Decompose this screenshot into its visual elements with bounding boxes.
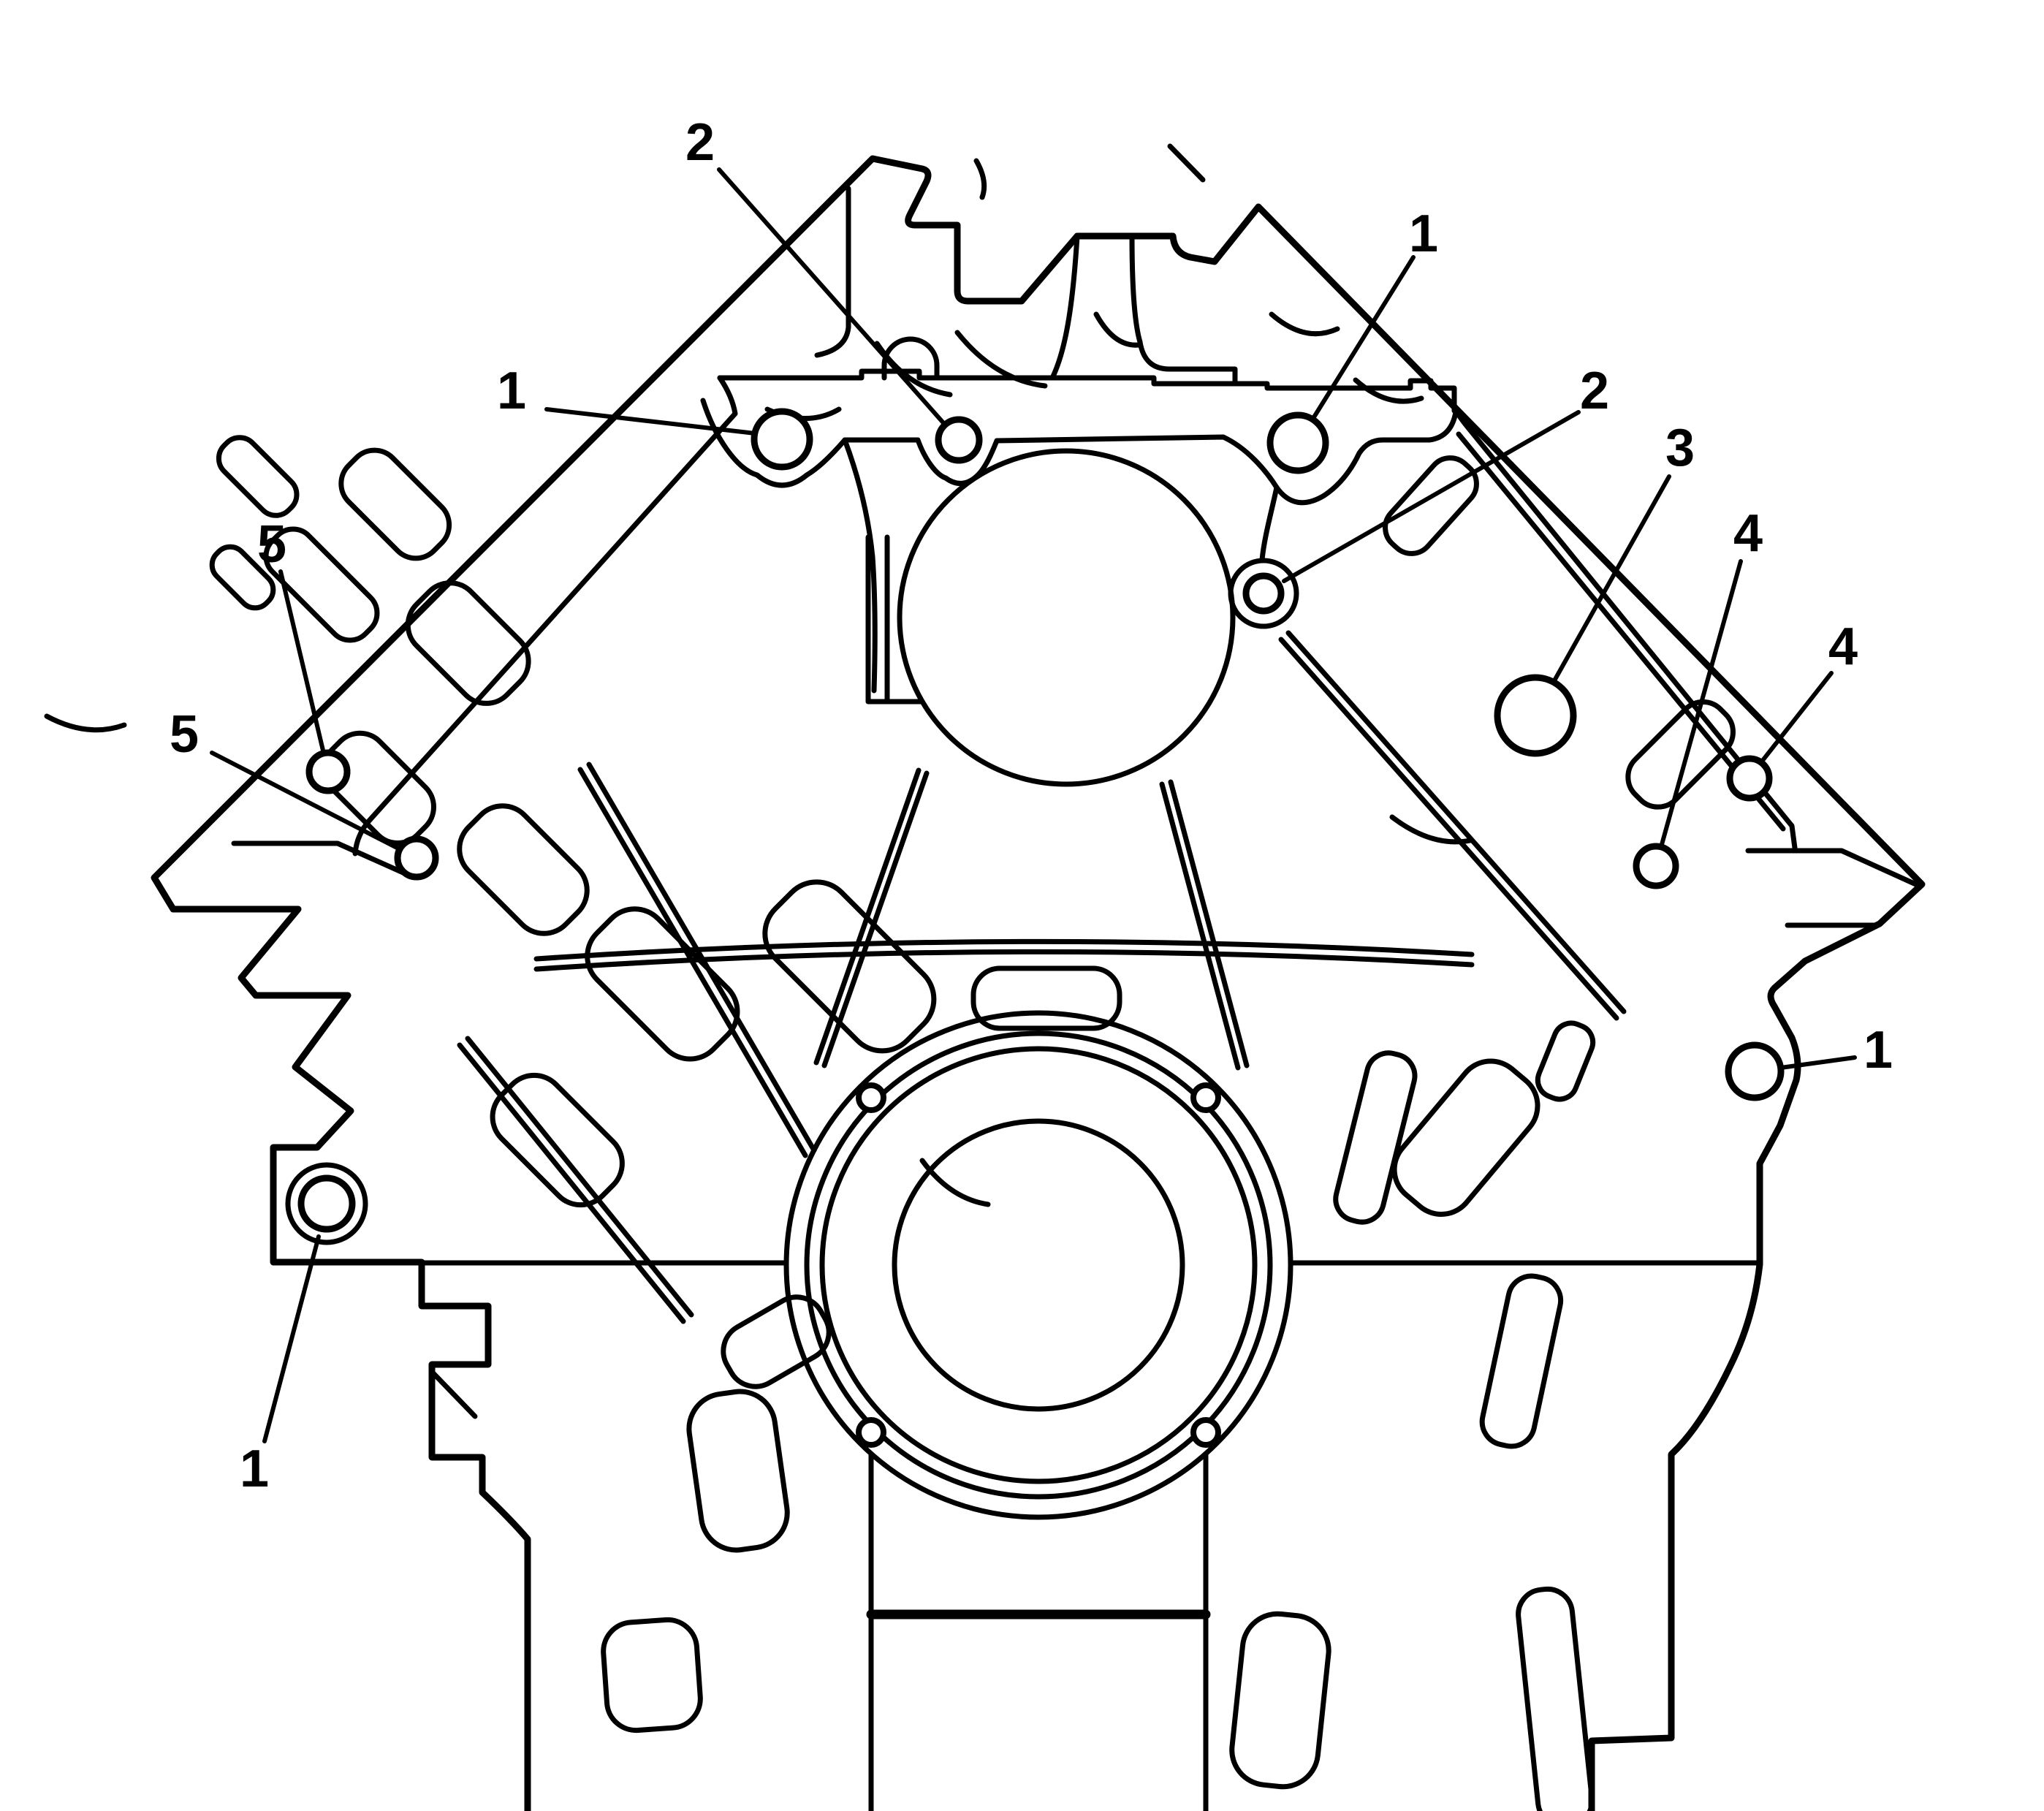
callout-1-head-bolt-hole-right: 1 (1725, 1021, 1893, 1101)
callout-4-plug-hole-right-leader (1759, 671, 1834, 764)
left-bank-inner-edge (352, 375, 738, 857)
callout-2-dowel-hole-top: 2 (685, 113, 983, 464)
rib-cross-band (533, 938, 1475, 972)
callout-5-hole-left-lower-hole (394, 835, 439, 881)
callout-5-hole-left-lower-label: 5 (170, 705, 199, 764)
callout-3-oil-gallery-plug-hole: 3 (1494, 419, 1695, 757)
valley-casting-arc-5 (1353, 377, 1424, 404)
callout-1-head-bolt-hole-top-right-hole (1266, 411, 1329, 474)
valley-casting-arc-4 (1269, 311, 1340, 337)
right-casting-arc (1389, 814, 1473, 845)
bore-left-ledge (865, 534, 925, 705)
callout-5-hole-left-upper-leader (278, 569, 326, 756)
crank-dowel-bump-1 (856, 1082, 886, 1113)
rib-left-lower (457, 1036, 694, 1324)
rib-right-long (1278, 630, 1627, 1021)
callout-1-head-bolt-hole-top-left-label: 1 (497, 362, 526, 420)
callout-1-head-bolt-hole-right-label: 1 (1863, 1021, 1893, 1079)
callout-2-dowel-hole-top-label: 2 (685, 113, 715, 172)
left-casting-arc (44, 713, 127, 733)
callout-1-head-bolt-hole-top-right-leader (1310, 255, 1416, 422)
block-silhouette (151, 155, 1926, 1811)
callout-1-head-bolt-hole-bottom-left-label: 1 (240, 1440, 269, 1498)
crank-ring-middle (804, 1030, 1273, 1500)
deck-surface-line (717, 368, 1457, 414)
callout-2-dowel-hole-top-leader (717, 167, 947, 427)
crank-ring-outer (783, 1010, 1293, 1520)
callout-5-hole-left-upper-label: 5 (257, 515, 286, 574)
callout-2-dowel-hole-center-right-leader (1282, 410, 1581, 583)
valley-casting-tick-2 (1167, 143, 1206, 183)
callout-5-hole-left-upper: 5 (257, 515, 351, 794)
crank-ring-inner (819, 1046, 1258, 1484)
callout-1-head-bolt-hole-top-left-hole (751, 408, 813, 471)
valley-casting-tick-1 (973, 158, 987, 200)
valley-wall-to-dowel (1259, 485, 1280, 563)
callout-1-head-bolt-hole-bottom-left-leader (262, 1234, 321, 1443)
callout-1-head-bolt-hole-top-left: 1 (497, 362, 813, 471)
right-bank-inner-edge (1453, 408, 1798, 851)
callout-4-plug-hole-upper-hole (1633, 843, 1679, 889)
callout-2-dowel-hole-center-right: 2 (1228, 362, 1609, 629)
callout-3-oil-gallery-plug-hole-label: 3 (1665, 419, 1695, 477)
callout-5-hole-left-lower-leader (210, 751, 402, 851)
tower-left-wall (1049, 233, 1080, 381)
left-plateau-inner-wall (814, 186, 851, 358)
pedestal-walls-lower (868, 1611, 1209, 1811)
callout-1-head-bolt-hole-right-hole (1725, 1041, 1785, 1101)
crank-dowel-bump-3 (856, 1417, 886, 1448)
crankshaft-bore (270, 1010, 1760, 1520)
callout-5-hole-left-lower: 5 (170, 705, 439, 881)
callout-2-dowel-hole-center-right-label: 2 (1580, 362, 1609, 420)
lower-casting-arc-1 (919, 1158, 991, 1207)
callout-1-head-bolt-hole-top-right: 1 (1266, 205, 1438, 474)
callout-2-dowel-hole-center-right-hole (1242, 572, 1285, 615)
callout-1-head-bolt-hole-bottom-left: 1 (240, 1162, 368, 1498)
bottom-structure (866, 1451, 1211, 1811)
valley-casting-arc-2 (954, 330, 1048, 389)
callout-4-plug-hole-right-label: 4 (1828, 618, 1858, 676)
pedestal-walls-upper (868, 1451, 1209, 1617)
callout-4-plug-hole-upper-leader (1659, 559, 1743, 849)
callout-2-dowel-hole-top-hole (935, 416, 983, 464)
callout-2-dowel-hole-center-right-boss-ring (1228, 558, 1299, 629)
rib-v-left (813, 767, 930, 1068)
tower-casting-curve (1093, 311, 1141, 348)
callout-4-plug-hole-right: 4 (1726, 618, 1858, 802)
crank-dowel-bump-2 (1190, 1082, 1221, 1113)
band-bottom-left (700, 398, 1280, 490)
callout-4-plug-hole-upper: 4 (1633, 504, 1763, 889)
valley-wall-left (842, 437, 878, 694)
right-wing-fin-line-1 (1745, 848, 1922, 889)
tower-right-wall (1129, 233, 1238, 387)
callout-1-head-bolt-hole-top-left-leader (544, 407, 757, 436)
left-wing-fin-line (231, 840, 409, 877)
web-cutouts (209, 435, 1736, 1811)
right-bank-inner-edge-2 (1456, 431, 1786, 832)
callout-1-head-bolt-hole-right-leader (1779, 1055, 1857, 1070)
band-bottom-right (1274, 409, 1459, 506)
bracket-diagonal (430, 1370, 478, 1419)
callout-1-head-bolt-hole-bottom-left-boss-ring (285, 1162, 368, 1245)
deck-band (700, 398, 1459, 705)
rib-v-right (1159, 779, 1250, 1071)
callout-3-oil-gallery-plug-hole-leader (1551, 474, 1671, 684)
crank-dowel-bump-4 (1190, 1417, 1221, 1448)
deck-and-valley (717, 143, 1457, 787)
cylinder-bore (897, 448, 1236, 787)
callout-1-head-bolt-hole-top-right-label: 1 (1409, 205, 1438, 263)
callout-4-plug-hole-upper-label: 4 (1733, 504, 1763, 563)
callout-3-oil-gallery-plug-hole-hole (1494, 674, 1577, 757)
crank-bore-hole (892, 1118, 1185, 1412)
callout-4-plug-hole-right-hole (1726, 755, 1773, 802)
callout-1-head-bolt-hole-bottom-left-hole (297, 1174, 356, 1233)
callout-5-hole-left-upper-hole (305, 749, 351, 794)
